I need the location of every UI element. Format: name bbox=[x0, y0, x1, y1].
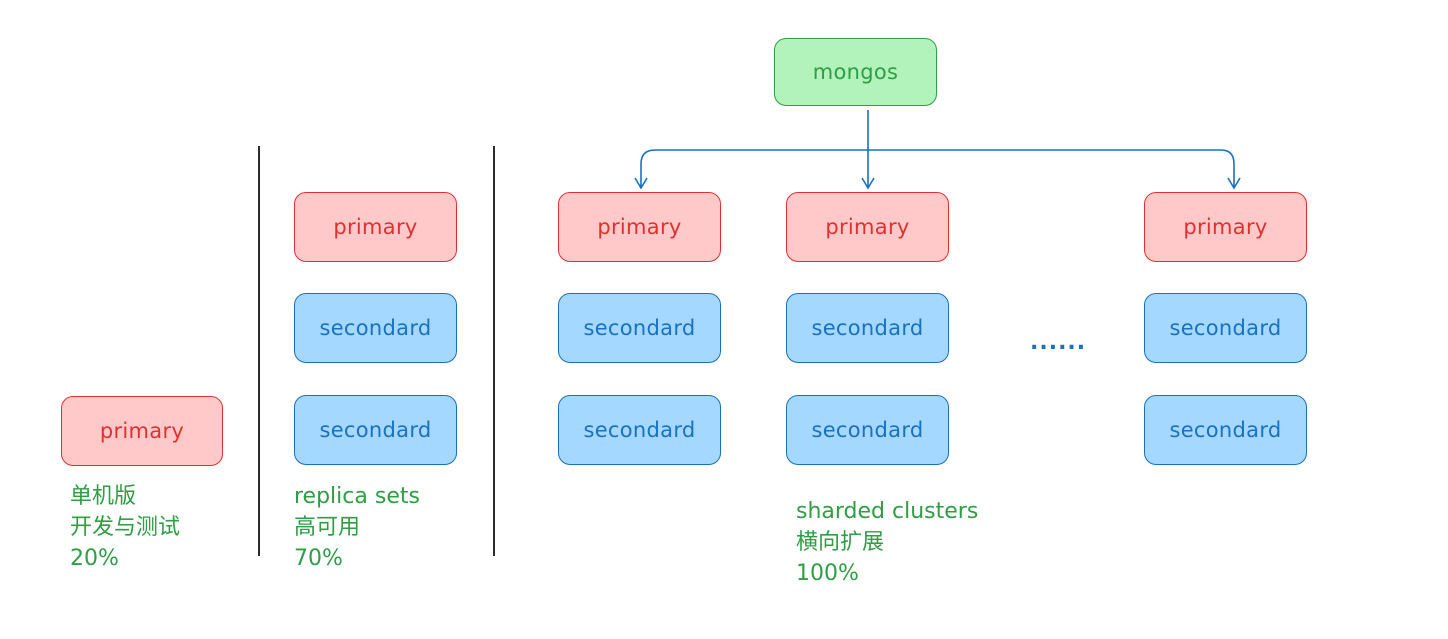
shard-3-secondary-node-2: secondard bbox=[1144, 395, 1307, 465]
standalone-caption: 单机版 开发与测试 20% bbox=[70, 481, 180, 574]
shard-1-primary-node: primary bbox=[558, 192, 721, 262]
sharded-caption-desc: 横向扩展 bbox=[796, 530, 885, 555]
more-shards-ellipsis: ...... bbox=[1030, 330, 1087, 355]
arrow-to-shard-3 bbox=[1227, 164, 1241, 190]
shard-3-secondary-node-1: secondard bbox=[1144, 293, 1307, 363]
sharded-caption: sharded clusters 横向扩展 100% bbox=[796, 496, 978, 589]
standalone-caption-title: 单机版 bbox=[70, 484, 137, 509]
arrow-to-shard-1 bbox=[634, 164, 648, 190]
replica-secondary-node-1: secondard bbox=[294, 293, 457, 363]
replica-caption-percent: 70% bbox=[294, 546, 343, 571]
replica-caption-title: replica sets bbox=[294, 484, 420, 509]
shard-1-secondary-node-1: secondard bbox=[558, 293, 721, 363]
replica-caption: replica sets 高可用 70% bbox=[294, 481, 420, 574]
standalone-caption-desc: 开发与测试 bbox=[70, 515, 181, 540]
divider-left bbox=[258, 146, 260, 556]
sharded-caption-title: sharded clusters bbox=[796, 499, 979, 524]
shard-3-primary-node: primary bbox=[1144, 192, 1307, 262]
arrow-to-shard-2 bbox=[861, 150, 875, 190]
branch-bus-line bbox=[640, 149, 1235, 165]
mongos-node: mongos bbox=[774, 38, 937, 106]
standalone-caption-percent: 20% bbox=[70, 546, 119, 571]
shard-2-secondary-node-1: secondard bbox=[786, 293, 949, 363]
divider-right bbox=[493, 146, 495, 556]
standalone-primary-node: primary bbox=[61, 396, 223, 466]
shard-2-primary-node: primary bbox=[786, 192, 949, 262]
sharded-caption-percent: 100% bbox=[796, 561, 859, 586]
replica-primary-node: primary bbox=[294, 192, 457, 262]
replica-caption-desc: 高可用 bbox=[294, 515, 361, 540]
shard-1-secondary-node-2: secondard bbox=[558, 395, 721, 465]
replica-secondary-node-2: secondard bbox=[294, 395, 457, 465]
shard-2-secondary-node-2: secondard bbox=[786, 395, 949, 465]
